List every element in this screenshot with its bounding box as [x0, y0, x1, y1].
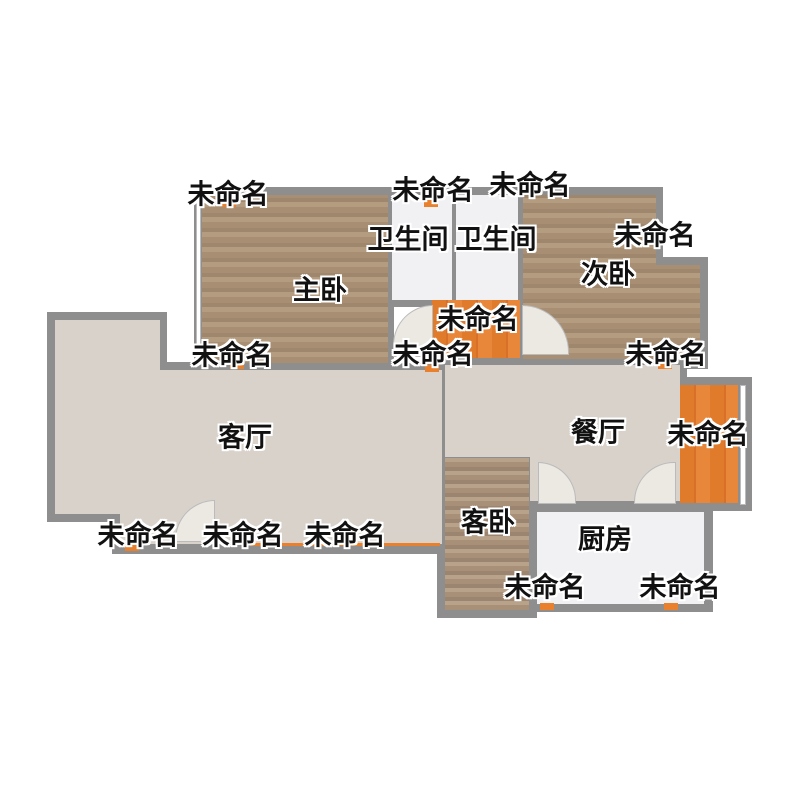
window	[740, 385, 746, 505]
unnamed-label: 未命名	[614, 220, 696, 252]
guest-bedroom-floor	[445, 458, 529, 610]
room-label-dining-room: 餐厅	[571, 417, 625, 449]
marker-strip	[250, 543, 440, 546]
bathroom-2-floor	[456, 195, 518, 300]
room-label-living-room: 客厅	[218, 422, 272, 454]
marker	[540, 603, 554, 610]
balcony-floor	[680, 385, 738, 503]
marker	[125, 544, 139, 551]
room-label-bathroom-2: 卫生间	[455, 224, 537, 256]
room-label-bathroom-1: 卫生间	[367, 224, 449, 256]
unnamed-label: 未命名	[187, 179, 269, 211]
window	[196, 195, 201, 365]
room-label-kitchen: 厨房	[578, 524, 632, 556]
unnamed-label: 未命名	[625, 339, 707, 371]
master-bedroom-floor	[202, 195, 388, 363]
unnamed-label: 未命名	[392, 175, 474, 207]
bathroom-1-floor	[392, 195, 452, 300]
room-label-second-bedroom: 次卧	[581, 259, 635, 291]
unnamed-label: 未命名	[191, 340, 273, 372]
unnamed-label: 未命名	[392, 339, 474, 371]
living-room-floor-main	[120, 370, 442, 544]
unnamed-label: 未命名	[97, 520, 179, 552]
kitchen-floor	[537, 512, 704, 604]
unnamed-label: 未命名	[489, 170, 571, 202]
marker	[230, 362, 244, 369]
room-label-master-bedroom: 主卧	[293, 275, 347, 307]
unnamed-label: 未命名	[202, 520, 284, 552]
hallway-floor	[432, 300, 520, 358]
unnamed-label: 未命名	[504, 572, 586, 604]
marker	[424, 200, 438, 207]
unnamed-label: 未命名	[304, 520, 386, 552]
unnamed-label: 未命名	[639, 572, 721, 604]
unnamed-label: 未命名	[667, 419, 749, 451]
marker	[664, 603, 678, 610]
dining-room-floor	[445, 365, 680, 457]
second-bedroom-floor-ext	[650, 265, 700, 359]
marker	[222, 200, 236, 207]
room-label-guest-bedroom: 客卧	[461, 507, 515, 539]
marker	[425, 365, 439, 372]
unnamed-label: 未命名	[437, 304, 519, 336]
marker	[658, 362, 672, 369]
